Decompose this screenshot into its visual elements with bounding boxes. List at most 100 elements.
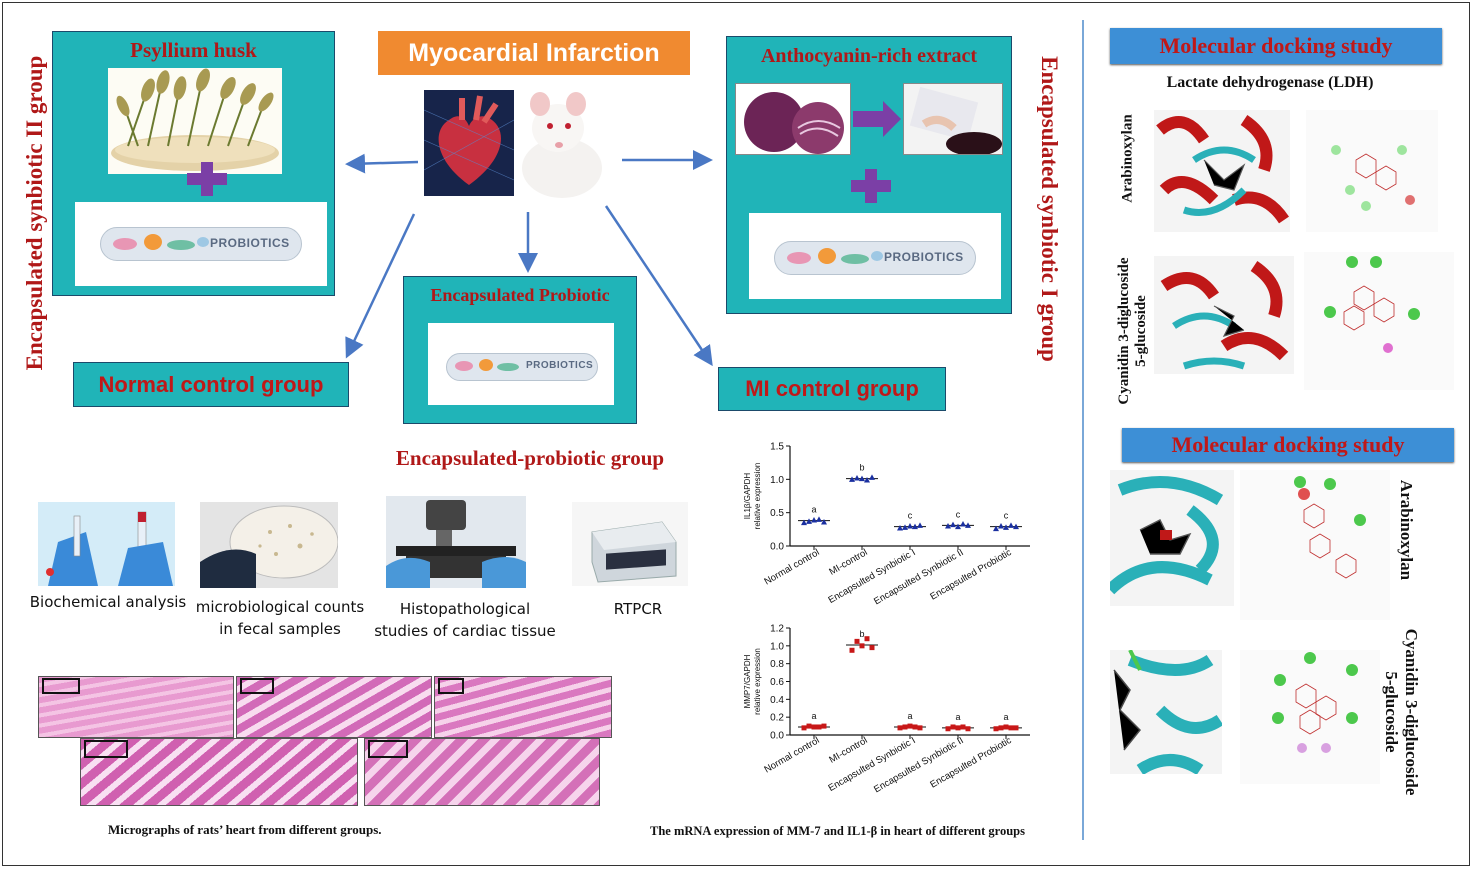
data-point [960, 724, 966, 730]
bacteria-icon [455, 359, 519, 371]
significance-letter: c [1004, 511, 1009, 521]
significance-letter: b [859, 629, 864, 639]
data-point [869, 474, 875, 480]
arrow-to-mi-control [604, 205, 713, 367]
data-point [869, 645, 875, 651]
psyllium-husk-illustration [111, 68, 279, 171]
probiotics-label: PROBIOTICS [526, 360, 594, 371]
interaction-diagram-1 [1306, 110, 1438, 232]
extract-illustration [909, 86, 1002, 154]
x-tick-label: MI-control [827, 735, 869, 766]
encapsulated-probiotic-panel: Encapsulated Probiotic PROBIOTICS [403, 276, 637, 424]
significance-letter: c [956, 509, 961, 519]
arrow-to-synbiotic-ii [345, 153, 419, 174]
x-tick-label: Encapsulted Synbiotic II [872, 547, 965, 607]
y-tick-label: 0.0 [770, 731, 784, 742]
data-point [816, 724, 822, 730]
y-axis-label: relative expression [753, 648, 762, 715]
data-point [801, 725, 807, 731]
synbiotic-i-side-label: Encapsulated synbiotic I group [1037, 56, 1062, 362]
petri-dish-icon [200, 502, 338, 588]
data-point [912, 724, 918, 730]
protein-structure-1 [1154, 110, 1290, 232]
myocardial-infarction-title: Myocardial Infarction [408, 38, 660, 67]
cabbage-illustration [744, 92, 844, 154]
cyanidin-line2: 5-glucoside [1133, 295, 1149, 367]
micrograph-panel [38, 676, 614, 806]
bacteria-icon [113, 234, 209, 250]
significance-letter: a [811, 711, 816, 721]
heart-illustration [424, 95, 514, 185]
data-point [1013, 725, 1019, 731]
probiotics-label: PROBIOTICS [884, 250, 964, 264]
myocardial-infarction-title-box: Myocardial Infarction [378, 31, 690, 75]
probiotics-capsule-image: PROBIOTICS [75, 202, 327, 286]
y-tick-label: 0.8 [770, 659, 784, 670]
arrow-to-normal-control [345, 213, 416, 359]
plus-icon [851, 169, 891, 203]
biochemical-analysis-label: Biochemical analysis [29, 593, 187, 611]
y-axis-label: MMP7/GAPDH [743, 654, 752, 708]
histopathological-line2: studies of cardiac tissue [374, 622, 556, 640]
mi-control-group-label: MI control group [718, 367, 946, 411]
y-tick-label: 0.5 [770, 508, 784, 519]
arrows-layer [345, 150, 713, 367]
microbiological-counts-line1: microbiological counts [195, 598, 365, 616]
data-point [1003, 524, 1009, 530]
y-tick-label: 1.0 [770, 641, 784, 652]
y-tick-label: 1.0 [770, 475, 784, 486]
x-tick-label: Normal control [762, 547, 821, 587]
expression-caption: The mRNA expression of MM-7 and IL1-β in… [650, 824, 1025, 838]
data-point [998, 725, 1004, 731]
arabinoxylan-label-1: Arabinoxylan [1119, 114, 1136, 203]
data-point [917, 725, 923, 731]
cyanidin-line1: Cyanidin 3-diglucoside [1116, 257, 1132, 405]
data-point [897, 525, 903, 531]
data-point [907, 723, 913, 729]
micrograph-inset-box [368, 740, 408, 758]
data-point [955, 725, 961, 731]
microscope-image [386, 496, 526, 588]
data-point [965, 726, 971, 732]
arrow-right-icon [853, 101, 901, 137]
micrograph-inset-box [84, 740, 128, 758]
data-point [849, 476, 855, 482]
rtpcr-machine-image [572, 502, 688, 586]
histopathological-label: Histopathological studies of cardiac tis… [370, 598, 560, 642]
data-point [859, 475, 865, 482]
protein-structure-4 [1110, 650, 1222, 774]
interaction-map-icon [1240, 650, 1380, 784]
data-point [950, 724, 956, 730]
data-point [965, 522, 971, 528]
microbiological-counts-label: microbiological counts in fecal samples [190, 596, 370, 640]
data-point [864, 636, 870, 642]
interaction-map-icon [1306, 110, 1438, 232]
data-point [854, 638, 860, 644]
probiotics-label: PROBIOTICS [210, 236, 290, 250]
data-point [945, 726, 951, 732]
data-point [811, 517, 817, 523]
red-cabbage-image [735, 83, 851, 155]
data-point [801, 519, 807, 526]
interaction-diagram-3 [1240, 470, 1390, 620]
data-point [1008, 522, 1014, 528]
petri-dish-image [200, 502, 338, 588]
microbiological-counts-line2: in fecal samples [219, 620, 341, 638]
data-point [811, 724, 817, 730]
cyanidin-label-1: Cyanidin 3-diglucoside 5-glucoside [1116, 226, 1150, 436]
extract-image [903, 83, 1003, 155]
micrograph-1 [38, 676, 234, 738]
data-point [960, 521, 966, 527]
data-point [955, 523, 961, 530]
data-point [816, 516, 822, 522]
y-tick-label: 0.2 [770, 713, 784, 724]
data-point [902, 724, 908, 730]
cyanidin-line2: 5-glucoside [1382, 671, 1401, 753]
x-tick-label: MI-control [827, 547, 869, 578]
data-point [998, 523, 1004, 529]
interaction-map-icon [1240, 470, 1390, 620]
significance-letter: c [908, 511, 913, 521]
significance-letter: a [1003, 712, 1008, 722]
data-point [806, 518, 812, 524]
